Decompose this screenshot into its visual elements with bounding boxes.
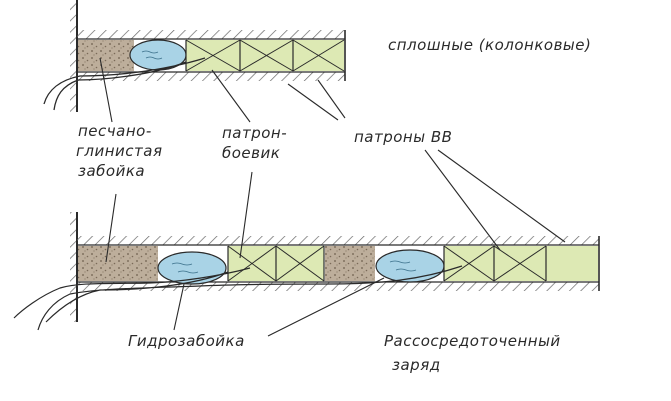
rock-wall-bottom [70,212,77,322]
borehole-lower-wall-top [77,72,345,81]
detonator-wires-bottom [13,265,463,331]
dispersed-charge-label-line-1: Рассосредоточенный [384,332,561,350]
sand-clay-stemming-bottom-1 [78,246,158,281]
rock-wall-top [70,0,77,112]
stemming-label-line-3: забойка [78,162,145,180]
explosive-cartridges-top [185,39,345,72]
borehole-upper-wall-top [77,30,345,39]
borehole-upper-wall-bottom [77,236,599,245]
primer-label-line-2: боевик [222,144,280,162]
solid-charge-label: сплошные (колонковые) [388,36,591,54]
stemming-label-line-2: глинистая [76,142,162,160]
cartridges-bottom-2 [443,245,598,282]
explosive-cartridges-label: патроны ВВ [354,128,452,146]
sand-clay-stemming-bottom-2 [325,246,375,281]
dispersed-charge-label-line-2: заряд [392,356,441,374]
borehole-lower-wall-bottom [77,282,599,291]
solid-charge-borehole [43,0,346,112]
water-stemming-bag-bottom-2 [375,249,445,283]
primer-label-line-1: патрон- [222,124,287,142]
detonator-wires-top [43,57,206,111]
leader-lines [99,57,566,337]
dispersed-charge-borehole [13,212,600,331]
stemming-label-line-1: песчано- [78,122,152,140]
cartridges-bottom-1 [227,245,325,282]
sand-clay-stemming-top [78,40,134,71]
water-stemming-label: Гидрозабойка [128,332,245,350]
water-stemming-bag-bottom-1 [157,251,227,285]
